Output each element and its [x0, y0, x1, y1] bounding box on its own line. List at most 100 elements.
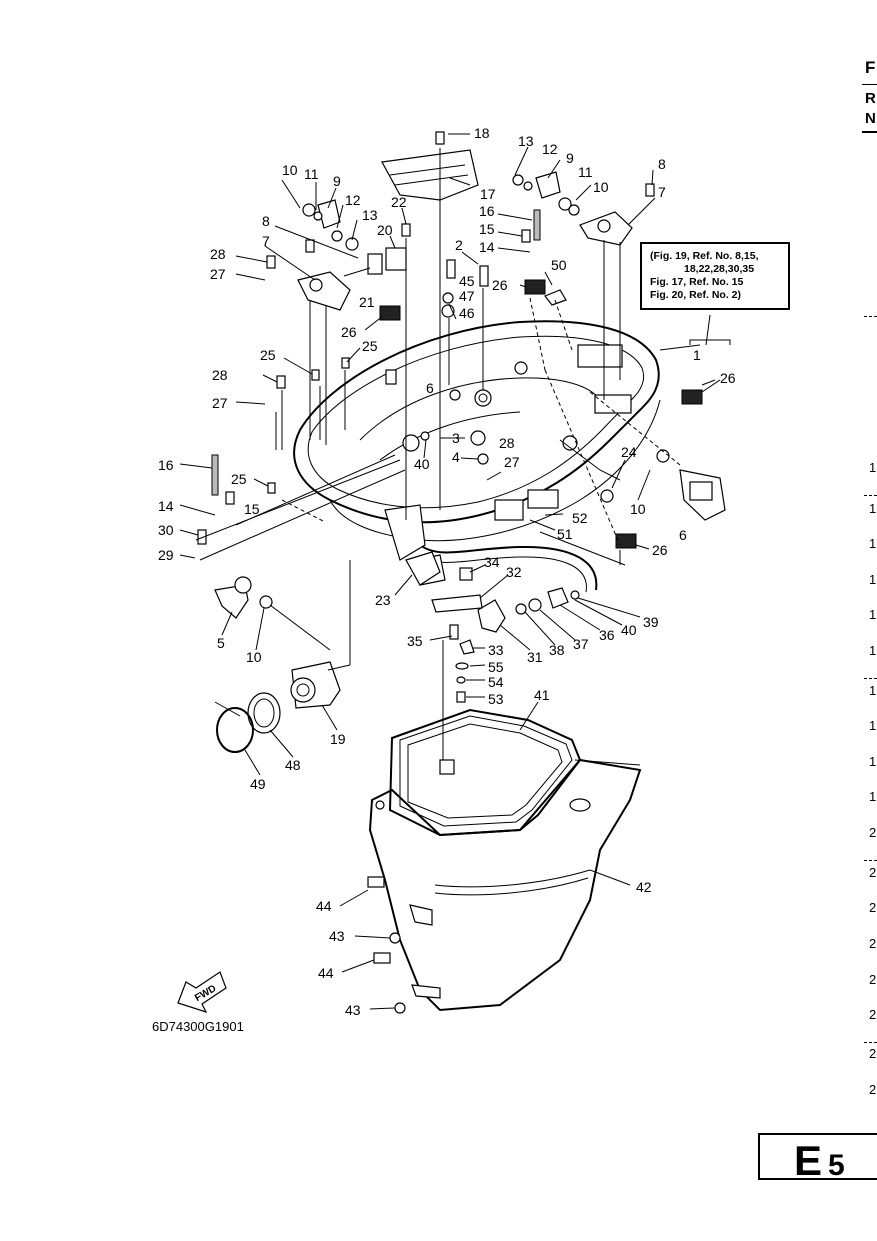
callout-label: 28 — [210, 246, 226, 262]
edge-number: 2 — [869, 865, 877, 880]
edge-number: 1 — [869, 754, 877, 769]
edge-number: 1 — [869, 501, 877, 516]
callout-label: 13 — [362, 207, 378, 223]
callout-label: 43 — [329, 928, 345, 944]
edge-number: 1 — [869, 607, 877, 622]
callout-label: 43 — [345, 1002, 361, 1018]
clamp-49 — [214, 701, 254, 753]
edge-number: 1 — [869, 643, 877, 658]
edge-number: 1 — [869, 572, 877, 587]
callout-label: 2 — [455, 237, 463, 253]
callout-label: 34 — [484, 554, 500, 570]
latch-bracket-right — [535, 171, 633, 246]
fwd-arrow-icon: FWD — [177, 971, 227, 1014]
callout-label: 8 — [262, 213, 270, 229]
edge-divider — [864, 495, 877, 496]
callout-label: 25 — [260, 347, 276, 363]
callout-label: 10 — [630, 501, 646, 517]
callout-label: 26 — [652, 542, 668, 558]
edge-header: F — [865, 58, 876, 77]
lever-6 — [679, 469, 726, 521]
edge-divider — [864, 316, 877, 317]
callout-label: 9 — [566, 150, 574, 166]
callout-label: 27 — [210, 266, 226, 282]
callout-label: 30 — [158, 522, 174, 538]
callout-label: 9 — [333, 173, 341, 189]
callout-label: 26 — [492, 277, 508, 293]
latch-bracket-left — [297, 199, 351, 311]
callout-label: 51 — [557, 526, 573, 542]
callout-label: 35 — [407, 633, 423, 649]
air-duct-17 — [381, 149, 479, 201]
callout-label: 25 — [362, 338, 378, 354]
callout-labels: 18 17 13 12 9 8 11 10 7 16 15 14 10 11 9… — [158, 125, 736, 1018]
ref-line: 18,22,28,30,35 — [684, 263, 755, 275]
edge-number: 1 — [869, 683, 877, 698]
callout-label: 23 — [375, 592, 391, 608]
callout-label: 44 — [318, 965, 334, 981]
callout-label: 38 — [549, 642, 565, 658]
fittings-31-40 — [405, 551, 580, 633]
callout-label: 36 — [599, 627, 615, 643]
callout-label: 13 — [518, 133, 534, 149]
callout-label: 44 — [316, 898, 332, 914]
callout-label: 5 — [217, 635, 225, 651]
fasteners — [197, 131, 703, 609]
callout-label: 52 — [572, 510, 588, 526]
callout-label: 40 — [621, 622, 637, 638]
callout-label: 20 — [377, 222, 393, 238]
edge-header: N — [865, 110, 876, 127]
page-code-box: E 5 — [758, 1133, 877, 1184]
callout-label: 40 — [414, 456, 430, 472]
callout-label: 10 — [246, 649, 262, 665]
page-code-number: 5 — [828, 1149, 845, 1182]
callout-label: 11 — [578, 164, 593, 180]
callout-label: 31 — [527, 649, 543, 665]
ref-line: (Fig. 19, Ref. No. 8,15, — [650, 250, 759, 262]
callout-label: 50 — [551, 257, 567, 273]
lever-5 — [214, 576, 252, 619]
edge-number: 2 — [869, 1007, 877, 1022]
ref-line: Fig. 20, Ref. No. 2) — [650, 289, 742, 301]
callout-label: 42 — [636, 879, 652, 895]
callout-label: 14 — [479, 239, 495, 255]
callout-label: 28 — [212, 367, 228, 383]
callout-label: 1 — [693, 347, 701, 363]
callout-label: 7 — [262, 233, 270, 249]
callout-label: 12 — [345, 192, 361, 208]
band-48 — [247, 692, 281, 734]
callout-label: 16 — [479, 203, 495, 219]
drawing-code: 6D74300G1901 — [152, 1019, 244, 1034]
callout-label: 25 — [231, 471, 247, 487]
callout-label: 15 — [479, 221, 495, 237]
page-code-letter: E — [794, 1137, 823, 1184]
edge-divider — [862, 131, 877, 133]
lower-cowling-42 — [368, 708, 642, 1012]
callout-label: 37 — [573, 636, 589, 652]
callout-label: 17 — [480, 186, 496, 202]
callout-label: 26 — [341, 324, 357, 340]
callout-label: 4 — [452, 449, 460, 465]
edge-divider — [864, 678, 877, 679]
callout-label: 15 — [244, 501, 260, 517]
edge-number: 2 — [869, 900, 877, 915]
leader-lines — [179, 133, 721, 1010]
edge-number: 2 — [869, 936, 877, 951]
callout-label: 8 — [658, 156, 666, 172]
callout-label: 3 — [452, 430, 460, 446]
callout-label: 21 — [359, 294, 375, 310]
callout-label: 39 — [643, 614, 659, 630]
edge-number: 2 — [869, 825, 877, 840]
edge-number: 2 — [869, 1082, 877, 1097]
reference-note-box: (Fig. 19, Ref. No. 8,15, 18,22,28,30,35 … — [640, 242, 790, 310]
callout-label: 45 — [459, 273, 475, 289]
ref-line: Fig. 17, Ref. No. 15 — [650, 276, 744, 288]
edge-divider — [864, 860, 877, 861]
callout-label: 19 — [330, 731, 346, 747]
edge-divider — [864, 1042, 877, 1043]
callout-label: 47 — [459, 288, 475, 304]
callout-label: 28 — [499, 435, 515, 451]
edge-header: R — [865, 90, 876, 107]
callout-label: 12 — [542, 141, 558, 157]
